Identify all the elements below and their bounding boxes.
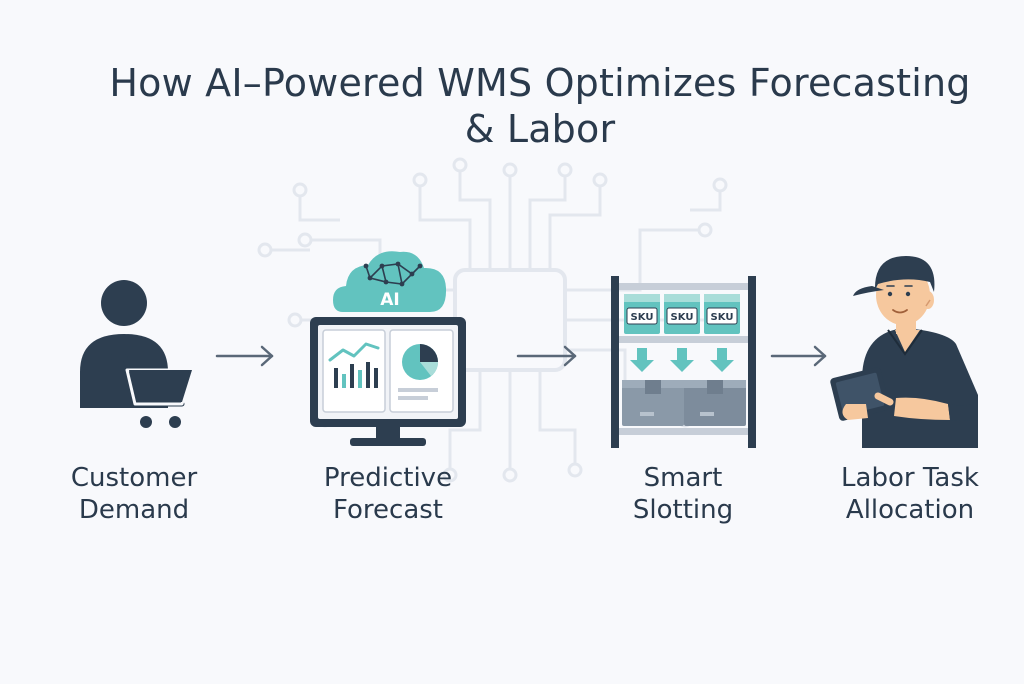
step-1-line-2: Demand [78,495,190,525]
step-3-line-1: Smart [643,463,723,493]
step-1-line-1: Customer [70,463,198,493]
diagram-title: How AI–Powered WMS Optimizes Forecasting… [60,60,1020,152]
step-2-line-1: Predictive [323,463,453,493]
ai-cloud-icon: AI [333,251,447,312]
sku-box-3: SKU [704,294,740,334]
step-2-line-2: Forecast [332,495,444,525]
flow-arrow-1 [215,345,274,367]
warehouse-shelf-icon: SKU SKU SKU [611,276,756,448]
step-predictive-forecast: Predictive Forecast [278,462,498,526]
ai-cloud-label: AI [380,290,399,310]
sku-box-1: SKU [624,294,660,334]
title-line-2: & Labor [464,107,616,151]
storage-boxes [622,380,746,426]
flow-arrow-3 [770,345,827,367]
step-4-line-1: Labor Task [841,463,979,493]
step-labor-task-allocation: Labor Task Allocation [800,462,1020,526]
step-4-line-2: Allocation [845,495,975,525]
sku-label-1: SKU [631,312,654,323]
step-3-line-2: Slotting [632,495,734,525]
title-line-1: How AI–Powered WMS Optimizes Forecasting [109,61,971,105]
step-customer-demand: Customer Demand [24,462,244,526]
flow-arrow-2 [516,345,577,367]
monitor-with-charts-icon [310,317,466,446]
step-smart-slotting: Smart Slotting [573,462,793,526]
customer-with-cart-icon [80,280,194,428]
sku-label-3: SKU [711,312,734,323]
worker-with-tablet-icon [830,256,978,448]
sku-label-2: SKU [671,312,694,323]
sku-box-2: SKU [664,294,700,334]
down-arrows [630,348,734,372]
